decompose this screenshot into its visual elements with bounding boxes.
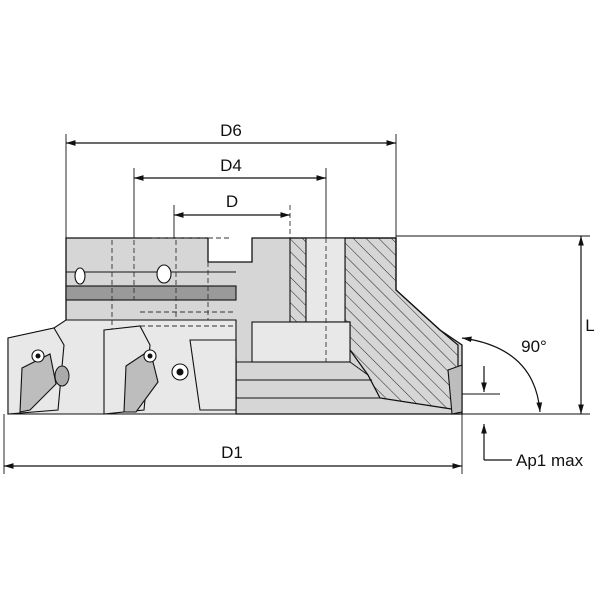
section-hatching [236,237,459,411]
label-d1: D1 [221,443,243,462]
hub-screws [74,264,172,285]
cutting-insert [19,353,57,413]
dimension-lines [4,140,584,469]
insert-pocket-center [103,325,237,415]
label-d6: D6 [220,121,242,140]
arbor-bore [305,237,346,323]
flange-band [65,285,237,301]
label-l: L [585,316,594,335]
inner-cavity [251,321,351,363]
hidden-lines [111,205,327,362]
label-angle: 90° [521,337,547,356]
label-d: D [226,192,238,211]
label-ap1: Ap1 max [516,451,584,470]
label-d4: D4 [220,156,242,175]
angle-arc [461,336,543,413]
right-insert [447,364,463,415]
insert-pocket-left [7,327,70,415]
